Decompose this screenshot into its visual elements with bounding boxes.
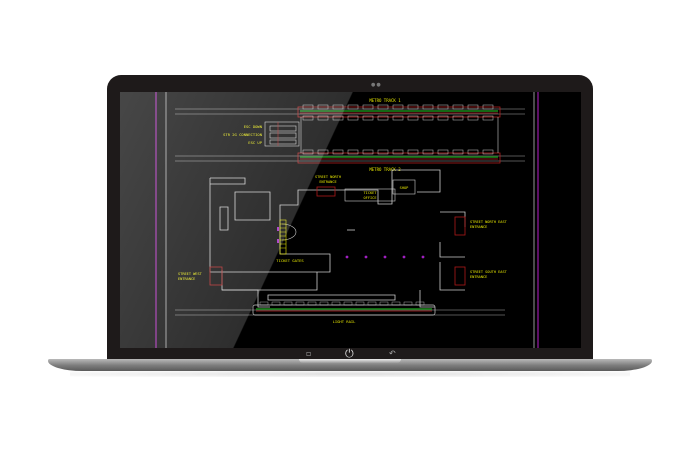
label-light-rail: LIGHT RAIL <box>333 319 357 324</box>
label-ticket-office-1: TICKET <box>364 191 378 195</box>
label-metro-track-1: METRO TRACK 1 <box>369 98 401 103</box>
back-arrow-icon[interactable]: ↶ <box>389 349 396 358</box>
column-markers <box>345 255 425 259</box>
label-stair-connection: STR 2G CONNECTION <box>223 132 263 137</box>
label-esc-up: ESC UP <box>248 140 262 145</box>
metro-track-2: METRO TRACK 2 <box>297 149 501 172</box>
power-icon[interactable]: ⏻ <box>345 347 354 360</box>
shop <box>392 179 416 195</box>
laptop-hinge-notch <box>299 359 401 363</box>
label-street-south-east-2: ENTRANCE <box>470 275 487 279</box>
light-rail: LIGHT RAIL <box>252 301 436 324</box>
concourse-walls <box>209 169 466 308</box>
label-ticket-gates: TICKET GATES <box>276 258 304 263</box>
label-street-north-east-1: STREET NORTH EAST <box>470 220 508 224</box>
label-ticket-office-2: OFFICE <box>364 196 377 200</box>
label-street-north-1: STREET NORTH <box>315 175 341 179</box>
ticket-office <box>344 188 396 202</box>
ticket-gates <box>277 219 287 255</box>
street-north-entrance <box>316 186 336 197</box>
label-street-west-2: ENTRANCE <box>178 277 195 281</box>
rail-lines <box>175 108 525 316</box>
camera-icon: ●● <box>371 82 382 88</box>
cad-drawing-screen: METRO TRACK 1 METRO TRACK 2 ESC DOWN STR… <box>120 92 581 348</box>
label-street-north-2: ENTRANCE <box>319 180 336 184</box>
laptop-shadow <box>70 371 630 377</box>
street-west-entrance <box>209 266 223 286</box>
label-street-west-1: STREET WEST <box>178 272 203 276</box>
label-shop: SHOP <box>400 186 409 190</box>
metro-track-1: METRO TRACK 1 <box>297 98 501 121</box>
label-street-south-east-1: STREET SOUTH EAST <box>470 270 508 274</box>
escalator-block <box>264 121 300 147</box>
street-north-east-entrance <box>454 216 466 236</box>
label-esc-down: ESC DOWN <box>244 124 263 129</box>
floor-plan-drawing: METRO TRACK 1 METRO TRACK 2 ESC DOWN STR… <box>155 92 539 348</box>
square-icon[interactable]: ▫ <box>306 349 312 358</box>
laptop-base <box>48 359 652 371</box>
label-street-north-east-2: ENTRANCE <box>470 225 487 229</box>
street-south-east-entrance <box>454 266 466 286</box>
label-metro-track-2: METRO TRACK 2 <box>369 167 401 172</box>
